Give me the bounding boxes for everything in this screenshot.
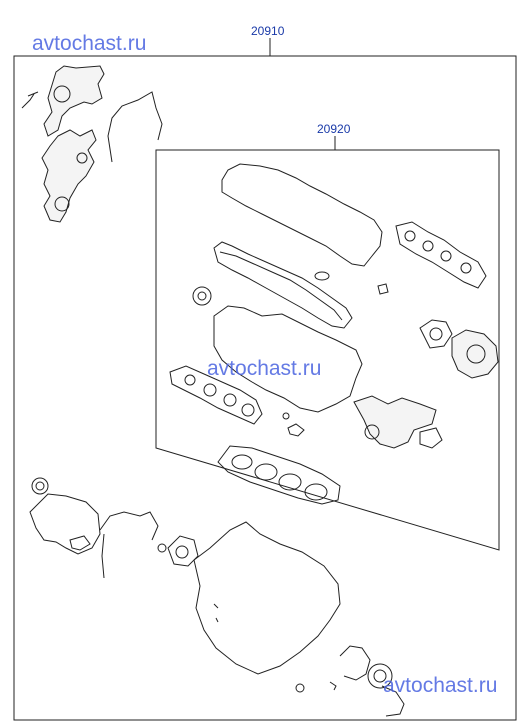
timing-cover-gasket	[107, 91, 163, 163]
rear-cover-strip	[99, 511, 159, 579]
water-pump-gasket	[167, 535, 199, 567]
oil-pan-gasket	[193, 521, 341, 675]
timing-belt-cover	[41, 65, 105, 223]
filter-gasket	[69, 535, 91, 551]
watermark-center: avtochast.ru	[207, 357, 322, 380]
small-bracket	[21, 91, 39, 109]
valve-cover	[221, 163, 383, 267]
front-crank-seal	[31, 477, 49, 495]
sensor-washer	[287, 423, 305, 437]
intake-manifold-gasket	[169, 365, 263, 425]
watermark-bottom-right: avtochast.ru	[383, 674, 498, 697]
drain-plug-washer	[295, 683, 305, 693]
grommet	[377, 283, 389, 295]
inner-kit-frame	[155, 136, 500, 551]
valve-cover-gasket	[213, 241, 353, 329]
rear-crank-seal	[339, 645, 405, 717]
o-ring-rear	[157, 543, 167, 553]
cam-seal	[192, 286, 212, 306]
callout-20910: 20910	[251, 24, 285, 38]
head-gasket	[217, 445, 341, 505]
front-case-gasket	[29, 493, 101, 555]
thermostat-housing	[353, 395, 443, 449]
clip-bottom	[329, 681, 337, 691]
block-gasket	[213, 305, 363, 413]
o-ring-small	[282, 412, 290, 420]
tube-seal	[314, 271, 330, 281]
water-pump	[419, 319, 499, 379]
outer-kit-frame	[13, 38, 517, 721]
watermark-top-left: avtochast.ru	[32, 32, 147, 55]
callout-20920: 20920	[317, 122, 351, 136]
exhaust-manifold-gasket	[395, 221, 487, 289]
